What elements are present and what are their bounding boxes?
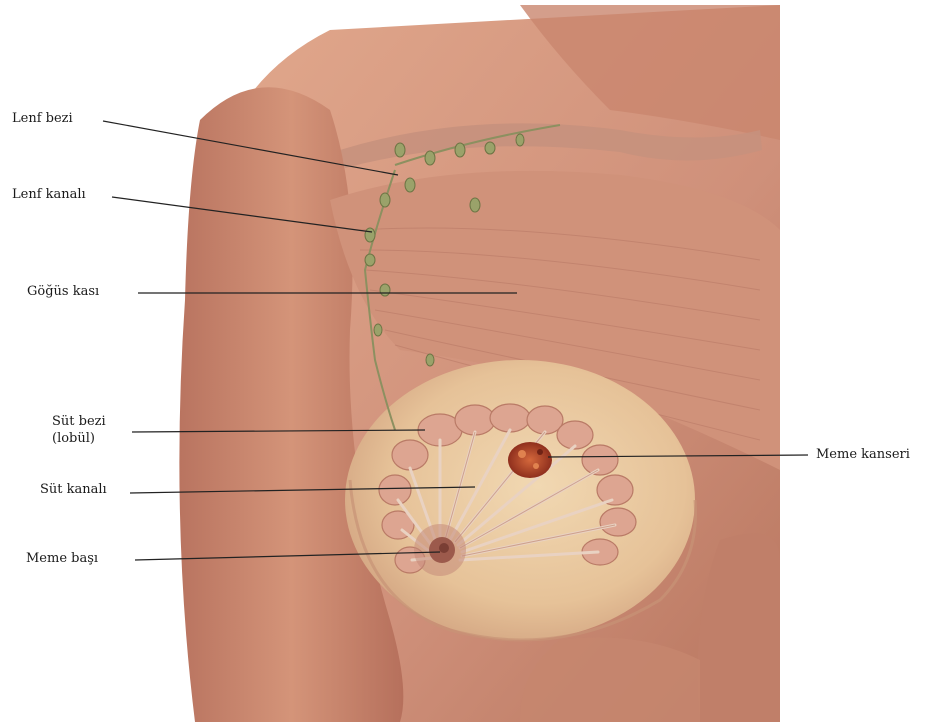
label-breast-cancer: Meme kanseri	[816, 446, 910, 463]
tumor	[508, 442, 552, 478]
label-lobule-line1: Süt bezi	[52, 413, 106, 430]
label-lymph-duct: Lenf kanalı	[12, 186, 86, 203]
label-nipple: Meme başı	[26, 550, 98, 567]
label-lobule: Süt bezi (lobül)	[52, 413, 106, 447]
label-lobule-line2: (lobül)	[52, 430, 106, 447]
label-milk-duct: Süt kanalı	[40, 481, 107, 498]
nipple	[414, 524, 466, 576]
label-lymph-node: Lenf bezi	[12, 110, 73, 127]
label-chest-muscle: Göğüs kası	[27, 283, 99, 300]
